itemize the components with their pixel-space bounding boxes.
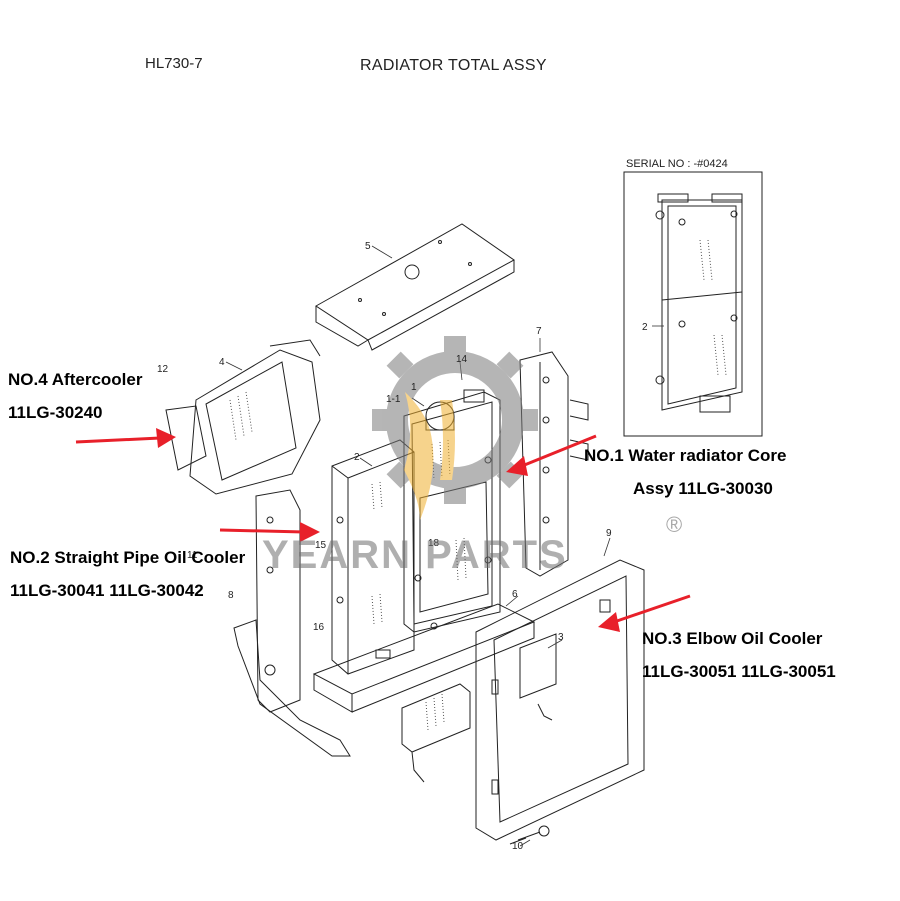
part-10-bolt (509, 825, 550, 845)
callout-4: 4 (219, 357, 225, 368)
annotation-no4-part: 11LG-30240 (8, 403, 103, 422)
inset-frame (623, 171, 763, 437)
callout-6: 6 (512, 589, 518, 600)
part-4-aftercooler (165, 339, 321, 495)
model-code: HL730-7 (145, 55, 203, 72)
callout-3: 3 (558, 632, 564, 643)
part-7-side-frame (519, 351, 589, 577)
annotation-no1-part: Assy 11LG-30030 (633, 479, 773, 498)
arrow-no2 (219, 528, 305, 534)
diagram-title: RADIATOR TOTAL ASSY (360, 57, 547, 74)
callout-8: 8 (228, 590, 234, 601)
red-arrows (75, 428, 691, 632)
callout-11: 11 (187, 550, 198, 561)
annotation-no4-title: NO.4 Aftercooler (8, 370, 143, 389)
annotation-no2-title: NO.2 Straight Pipe Oil Cooler (10, 548, 246, 567)
yearn-parts-logo-watermark (372, 336, 538, 520)
callout-15: 15 (315, 540, 327, 551)
arrow-no4 (75, 436, 161, 444)
serial-number-label: SERIAL NO : -#0424 (626, 158, 728, 170)
annotation-no1-title: NO.1 Water radiator Core (584, 446, 787, 465)
annotation-no2-part: 11LG-30041 11LG-30042 (10, 581, 204, 600)
inset-callout-2: 2 (642, 322, 648, 333)
arrow-no3 (613, 594, 691, 624)
watermark-text: YEARN PARTS (262, 533, 568, 577)
left-mounting-bracket (233, 489, 351, 757)
callout-18: 18 (428, 538, 440, 549)
arrow-no1 (521, 434, 597, 468)
callout-12: 12 (157, 364, 169, 375)
callout-14: 14 (456, 354, 468, 365)
callout-5: 5 (365, 241, 371, 252)
part-5-top-plate (315, 223, 515, 351)
lower-oil-cooler (401, 683, 471, 783)
callout-2: 2 (354, 452, 360, 463)
callout-9: 9 (606, 528, 612, 539)
callout-1-1: 1-1 (386, 394, 401, 405)
callout-1: 1 (411, 382, 417, 393)
annotation-no3-part: 11LG-30051 11LG-30051 (642, 662, 836, 681)
part-6-lower-tray (312, 603, 536, 713)
callout-16: 16 (313, 622, 325, 633)
callout-10: 10 (512, 841, 524, 852)
annotation-no3-title: NO.3 Elbow Oil Cooler (642, 629, 823, 648)
registered-mark: ® (666, 512, 683, 537)
part-9-front-frame (475, 559, 645, 841)
callout-7: 7 (536, 326, 542, 337)
inset-radiator-drawing (655, 193, 743, 413)
